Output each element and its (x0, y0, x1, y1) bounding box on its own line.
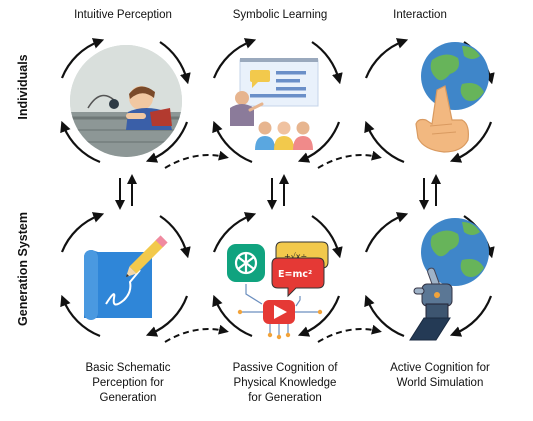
teacher-presentation-icon (230, 58, 319, 150)
label-interaction: Interaction (393, 9, 447, 21)
cycle-arrows-5 (212, 212, 343, 338)
label-active-cognition: Active Cognition for World Simulation (390, 362, 490, 389)
label-passive-cognition: Passive Cognition of Physical Knowledge … (232, 362, 338, 404)
vertical-arrows-col-1 (115, 174, 137, 210)
label-symbolic-learning: Symbolic Learning (232, 9, 328, 21)
vertical-arrows-col-2 (267, 174, 289, 210)
cycle-arrows-1 (60, 38, 191, 164)
dashed-connector-bottom-2 (317, 324, 382, 343)
globe-pointing-hand-icon (415, 42, 489, 153)
cycle-arrows-6 (364, 212, 495, 338)
dashed-connector-bottom-1 (164, 324, 229, 343)
vertical-arrows-col-3 (419, 174, 441, 210)
dashed-connector-top-1 (164, 150, 229, 169)
label-intuitive-perception: Intuitive Perception (74, 9, 172, 21)
cycle-arrows-2 (212, 38, 343, 164)
dashed-connector-top-2 (317, 150, 382, 169)
svg-text:+√x÷: +√x÷ (284, 252, 307, 261)
globe-robot-hand-icon (409, 218, 489, 341)
blueprint-pencil-icon (84, 235, 168, 320)
label-basic-schematic: Basic Schematic Perception for Generatio… (85, 362, 171, 404)
chatbot-formula-video-icon: +√x÷ E=mc² (227, 241, 329, 340)
cycle-arrows-4 (60, 212, 191, 338)
svg-text:E=mc²: E=mc² (278, 269, 312, 280)
